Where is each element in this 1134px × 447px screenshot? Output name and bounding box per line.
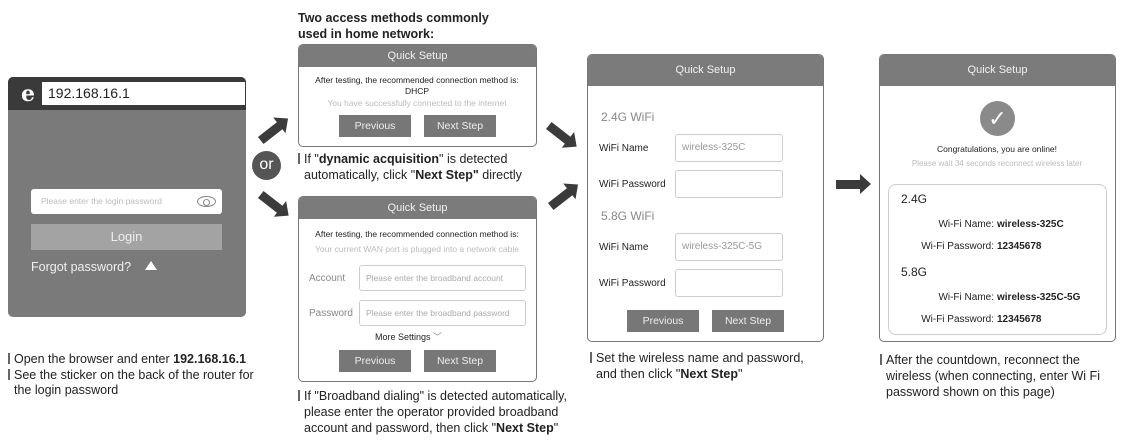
login-password-input[interactable]: Please enter the login password xyxy=(31,189,222,214)
chevron-down-icon: ﹀ xyxy=(433,332,443,342)
checkmark-icon: ✓ xyxy=(980,101,1015,136)
success-card: Quick Setup ✓ Congratulations, you are o… xyxy=(879,54,1116,342)
wifi-name-24-input[interactable]: wireless-325C xyxy=(675,134,783,162)
previous-button[interactable]: Previous xyxy=(339,115,411,137)
card-title: Quick Setup xyxy=(299,45,536,67)
recommend-text: After testing, the recommended connectio… xyxy=(315,75,519,85)
wifi-password-label: WiFi Password xyxy=(599,179,666,190)
status-text: You have successfully connected to the i… xyxy=(327,98,507,108)
next-step-button[interactable]: Next Step xyxy=(424,115,496,137)
arrow-up-right-icon xyxy=(547,186,575,211)
step1-caption-3: the login password xyxy=(14,383,119,397)
wifi-password-label: Wi-Fi Password: xyxy=(921,314,994,325)
wifi-name-58-input[interactable]: wireless-325C-5G xyxy=(675,233,783,261)
password-input[interactable]: Please enter the broadband password xyxy=(359,300,526,326)
eye-icon[interactable] xyxy=(197,196,216,207)
step1-caption-1: Open the browser and enter 192.168.16.1 xyxy=(8,351,293,367)
arrow-down-right-icon xyxy=(545,121,573,146)
card-title: Quick Setup xyxy=(299,197,536,219)
wifi-password-24-input[interactable] xyxy=(675,170,783,198)
congrats-text: Congratulations, you are online! xyxy=(936,144,1058,154)
arrow-right-icon xyxy=(836,174,871,194)
wifi-password-58-input[interactable] xyxy=(675,269,783,297)
url-input[interactable]: 192.168.16.1 xyxy=(42,82,245,105)
login-button[interactable]: Login xyxy=(31,224,222,250)
card-title: Quick Setup xyxy=(588,55,823,86)
browser-login-panel: e 192.168.16.1 Please enter the login pa… xyxy=(8,77,246,317)
wifi-password-label: Wi-Fi Password: xyxy=(921,241,994,252)
wifi-name-label: Wi-Fi Name: xyxy=(938,219,994,230)
previous-button[interactable]: Previous xyxy=(627,310,699,332)
next-step-button[interactable]: Next Step xyxy=(424,350,496,372)
band-24-label: 2.4G xyxy=(901,192,928,206)
wifi-name-58-value: wireless-325C-5G xyxy=(997,292,1081,303)
browser-logo-icon: e xyxy=(21,81,35,107)
forgot-label: Forgot password? xyxy=(31,260,132,274)
password-label: Password xyxy=(309,308,353,319)
wifi-password-58-value: 12345678 xyxy=(997,314,1042,325)
wifi-info-box: 2.4G Wi-Fi Name: wireless-325C Wi-Fi Pas… xyxy=(888,184,1107,335)
card-title: Quick Setup xyxy=(880,55,1115,86)
next-step-button[interactable]: Next Step xyxy=(712,310,784,332)
status-text: Your current WAN port is plugged into a … xyxy=(315,244,519,254)
pppoe-caption: If "Broadband dialing" is detected autom… xyxy=(298,388,583,436)
countdown-text: Please wait 34 seconds reconnect wireles… xyxy=(911,159,1083,168)
step1-caption-2: See the sticker on the back of the route… xyxy=(8,367,293,383)
account-label: Account xyxy=(309,273,346,284)
arrow-up-right-icon xyxy=(257,120,285,145)
address-bar: e 192.168.16.1 xyxy=(8,77,246,110)
band-24-heading: 2.4G WiFi xyxy=(601,110,655,124)
previous-button[interactable]: Previous xyxy=(339,350,411,372)
dhcp-setup-card: Quick Setup After testing, the recommend… xyxy=(298,44,537,147)
arrow-down-right-icon xyxy=(257,190,285,215)
method-text: DHCP xyxy=(404,86,430,96)
wifi-password-label: WiFi Password xyxy=(599,278,666,289)
triangle-up-icon xyxy=(145,261,158,270)
wifi-name-label: WiFi Name xyxy=(599,143,649,154)
more-settings-toggle[interactable]: More Settings ﹀ xyxy=(375,332,443,342)
or-badge: or xyxy=(252,151,281,180)
forgot-password-link[interactable]: Forgot password? xyxy=(31,260,158,274)
wifi-name-24-value: wireless-325C xyxy=(997,219,1064,230)
wifi-caption: Set the wireless name and password,and t… xyxy=(590,350,870,382)
recommend-text: After testing, the recommended connectio… xyxy=(315,229,519,239)
wifi-setup-card: Quick Setup 2.4G WiFi WiFi Name wireless… xyxy=(587,54,824,342)
pppoe-setup-card: Quick Setup After testing, the recommend… xyxy=(298,196,537,382)
password-placeholder: Please enter the login password xyxy=(41,196,162,206)
wifi-password-24-value: 12345678 xyxy=(997,241,1042,252)
band-58-heading: 5.8G WiFi xyxy=(601,209,655,223)
account-input[interactable]: Please enter the broadband account xyxy=(359,265,526,291)
wifi-name-label: WiFi Name xyxy=(599,242,649,253)
wifi-name-label: Wi-Fi Name: xyxy=(938,292,994,303)
band-58-label: 5.8G xyxy=(901,265,928,279)
